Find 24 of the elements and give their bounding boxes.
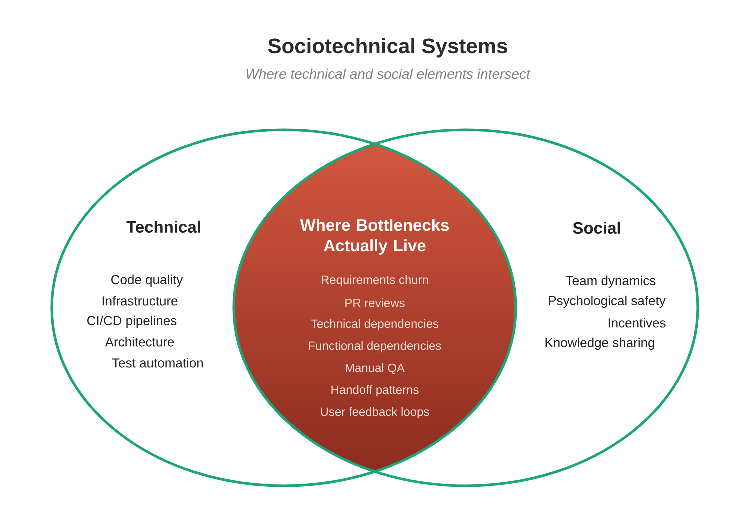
list-item: Psychological safety (549, 296, 666, 308)
overlap-lens (233, 144, 517, 472)
list-item: Architecture (105, 337, 174, 347)
venn-circle (232, 128, 700, 488)
subtitle: Where technical and social elements intersect (246, 68, 531, 80)
venn-circle (50, 128, 518, 488)
list-item: Incentives (608, 318, 666, 328)
list-item: Knowledge sharing (546, 338, 654, 350)
list-item: User feedback loops (321, 407, 430, 419)
list-item: Manual QA (346, 364, 405, 374)
title: Sociotechnical Systems (268, 38, 508, 58)
list-item: CI/CD pipelines (88, 316, 177, 328)
list-item: Code quality (112, 274, 184, 288)
list-item: Test automation (112, 358, 204, 368)
list-item: Infrastructure (102, 296, 178, 306)
list-item: Handoff patterns (332, 385, 419, 397)
list-item: Technical dependencies (311, 319, 439, 331)
circle-heading: Where Bottlenecks Actually Live (300, 219, 450, 255)
list-item: Team dynamics (566, 276, 656, 288)
list-item: PR reviews (346, 298, 405, 308)
list-item: Functional dependencies (309, 341, 442, 353)
circle-heading: Social (573, 222, 620, 234)
list-item: Requirements churn (322, 275, 428, 287)
circle-heading: Technical (126, 220, 200, 234)
